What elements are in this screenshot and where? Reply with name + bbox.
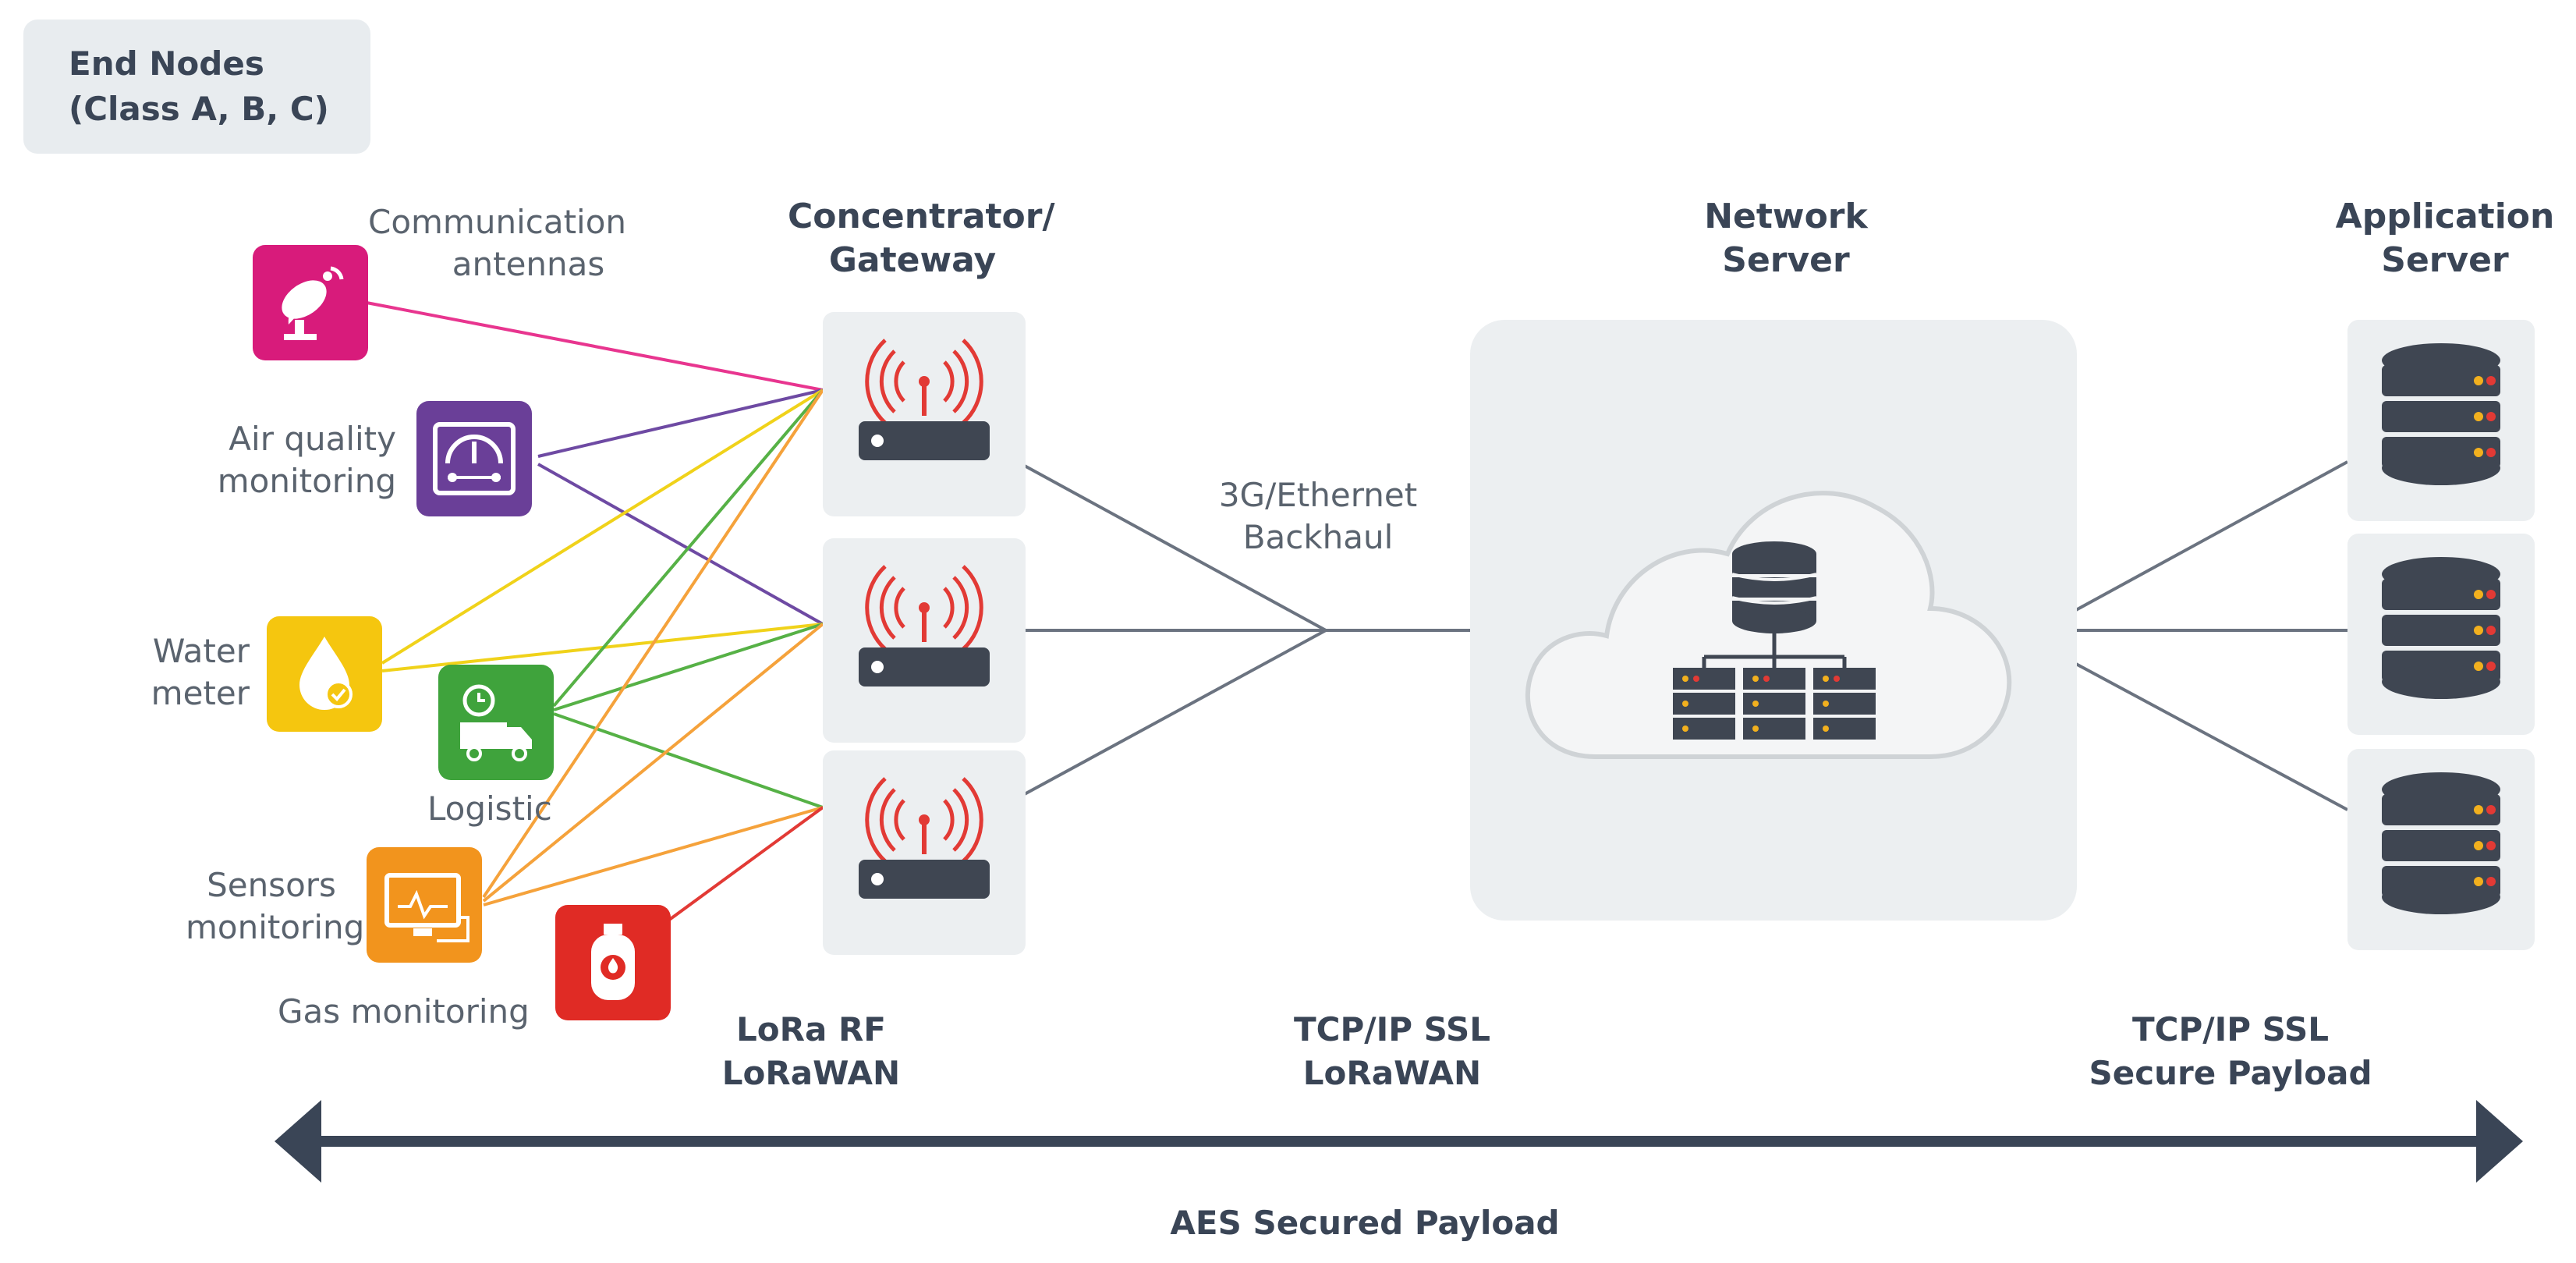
gateway-3 — [823, 750, 1026, 955]
link-gw1-backhaul — [1021, 463, 1327, 632]
sensors-monitoring-tile — [367, 847, 482, 963]
link-ns-app1 — [2074, 460, 2348, 612]
label-sensors-monitoring: Sensors monitoring — [186, 866, 365, 946]
water-drop-icon — [299, 637, 353, 710]
logistic-tile — [438, 665, 554, 780]
link-sensors-gw3 — [483, 806, 824, 906]
app-server-1 — [2347, 320, 2535, 521]
delivery-truck-icon — [460, 684, 532, 761]
database-icon — [2382, 557, 2500, 699]
protocol-lora-label: LoRa RF LoRaWAN — [721, 1010, 901, 1092]
label-gas-monitoring: Gas monitoring — [278, 992, 530, 1031]
link-water-gw1 — [381, 388, 824, 665]
label-air-quality: Air quality monitoring — [217, 420, 396, 500]
database-icon — [2382, 772, 2500, 914]
label-water-meter: Water meter — [151, 632, 250, 712]
link-sensors-gw1 — [482, 388, 824, 899]
database-icon — [2382, 343, 2500, 485]
link-air-gw1 — [537, 388, 824, 458]
link-logistic-gw1 — [552, 388, 824, 708]
router-icon — [859, 339, 990, 460]
network-server-panel — [1470, 320, 2077, 921]
gateway-1 — [823, 312, 1026, 516]
air-quality-tile — [416, 401, 532, 516]
protocol-tcpip-lorawan-label: TCP/IP SSL LoRaWAN — [1294, 1010, 1490, 1092]
secured-payload-arrow — [275, 1100, 2523, 1183]
link-gas-gw3 — [661, 806, 824, 926]
link-sensors-gw2 — [482, 623, 824, 903]
aes-secured-payload-label: AES Secured Payload — [1170, 1204, 1560, 1242]
satellite-dish-icon — [282, 266, 344, 340]
link-logistic-gw3 — [553, 712, 824, 809]
label-logistic: Logistic — [427, 789, 552, 828]
backhaul-label: 3G/Ethernet Backhaul — [1218, 476, 1418, 556]
application-server-heading: Application Server — [2335, 197, 2555, 280]
link-ns-app3 — [2074, 662, 2348, 811]
link-air-gw2 — [537, 463, 824, 626]
app-server-2 — [2347, 534, 2535, 735]
communication-antennas-tile — [253, 245, 368, 360]
network-server-heading: Network Server — [1704, 197, 1868, 280]
monitor-icon — [384, 873, 469, 942]
link-logistic-gw2 — [553, 623, 824, 711]
cloud-server-icon — [1525, 491, 2012, 759]
gas-monitoring-tile — [555, 905, 671, 1020]
water-meter-tile — [267, 616, 382, 732]
gauge-icon — [433, 422, 516, 495]
protocol-tcpip-secure-label: TCP/IP SSL Secure Payload — [2089, 1010, 2372, 1092]
end-nodes-title: End Nodes (Class A, B, C) — [69, 44, 329, 128]
end-nodes-legend: End Nodes (Class A, B, C) — [23, 20, 370, 154]
router-icon — [859, 565, 990, 686]
gas-cylinder-icon — [591, 924, 635, 1000]
gateway-2 — [823, 538, 1026, 743]
gateway-heading: Concentrator/ Gateway — [788, 197, 1055, 280]
link-gw3-backhaul — [1021, 629, 1327, 797]
label-communication-antennas: Communication antennas — [368, 203, 627, 283]
router-icon — [859, 777, 990, 899]
app-server-3 — [2347, 749, 2535, 950]
link-antenna-gw1 — [366, 301, 824, 392]
